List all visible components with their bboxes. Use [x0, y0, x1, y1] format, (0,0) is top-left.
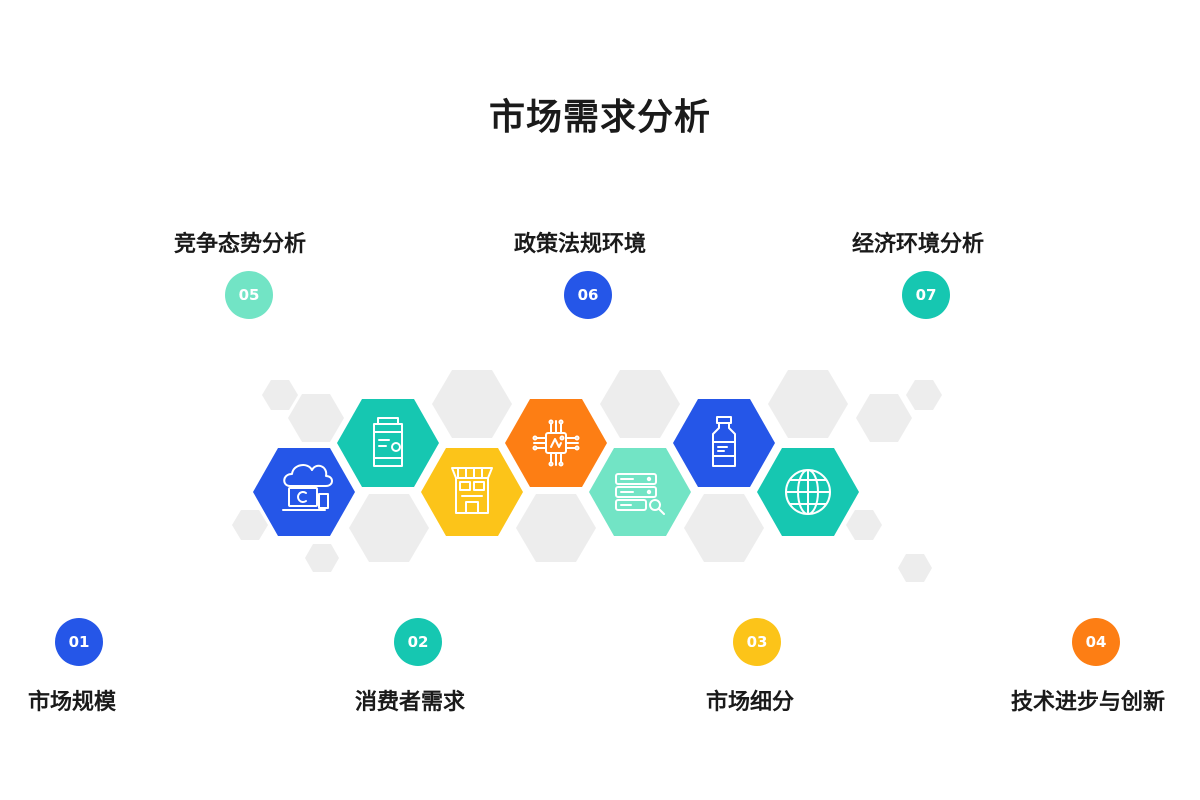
label-economy: 经济环境分析 — [851, 232, 984, 257]
hexagon-competition — [589, 448, 691, 536]
server-search-icon — [615, 473, 665, 515]
label-segmentation: 市场细分 — [705, 690, 794, 715]
label-tech-innovation: 技术进步与创新 — [1010, 690, 1165, 715]
hexagon-consumer-demand — [337, 399, 439, 487]
gray-hexagon — [232, 510, 268, 540]
decorative-hexagons — [232, 370, 942, 582]
cloud-laptop-icon — [282, 464, 333, 511]
gray-hexagon — [262, 380, 298, 410]
globe-icon — [785, 469, 831, 515]
number-badge-01: 01 — [55, 618, 103, 666]
hexagon-segmentation — [421, 448, 523, 536]
gray-hexagon — [288, 394, 344, 442]
label-consumer-demand: 消费者需求 — [354, 690, 465, 715]
gray-hexagon — [684, 494, 764, 562]
gray-hexagon — [898, 554, 932, 582]
number-badge-05: 05 — [225, 271, 273, 319]
gray-hexagon — [516, 494, 596, 562]
gray-hexagon — [432, 370, 512, 438]
medicine-bottle-icon — [712, 416, 736, 467]
number-badge-03: 03 — [733, 618, 781, 666]
number-badge-04: 04 — [1072, 618, 1120, 666]
page-title: 市场需求分析 — [488, 97, 711, 138]
number-badge-06: 06 — [564, 271, 612, 319]
gray-hexagon — [305, 544, 339, 572]
label-market-size: 市场规模 — [27, 690, 116, 715]
gray-hexagon — [768, 370, 848, 438]
market-stall-icon — [451, 467, 493, 514]
gray-hexagon — [846, 510, 882, 540]
gray-hexagon — [349, 494, 429, 562]
label-policy: 政策法规环境 — [513, 232, 646, 257]
gray-hexagon — [856, 394, 912, 442]
gray-hexagon — [600, 370, 680, 438]
number-badge-07: 07 — [902, 271, 950, 319]
circuit-chip-icon — [532, 419, 580, 467]
gray-hexagon — [906, 380, 942, 410]
number-badge-02: 02 — [394, 618, 442, 666]
pill-bottle-icon — [373, 417, 403, 467]
label-competition: 竞争态势分析 — [173, 232, 306, 257]
